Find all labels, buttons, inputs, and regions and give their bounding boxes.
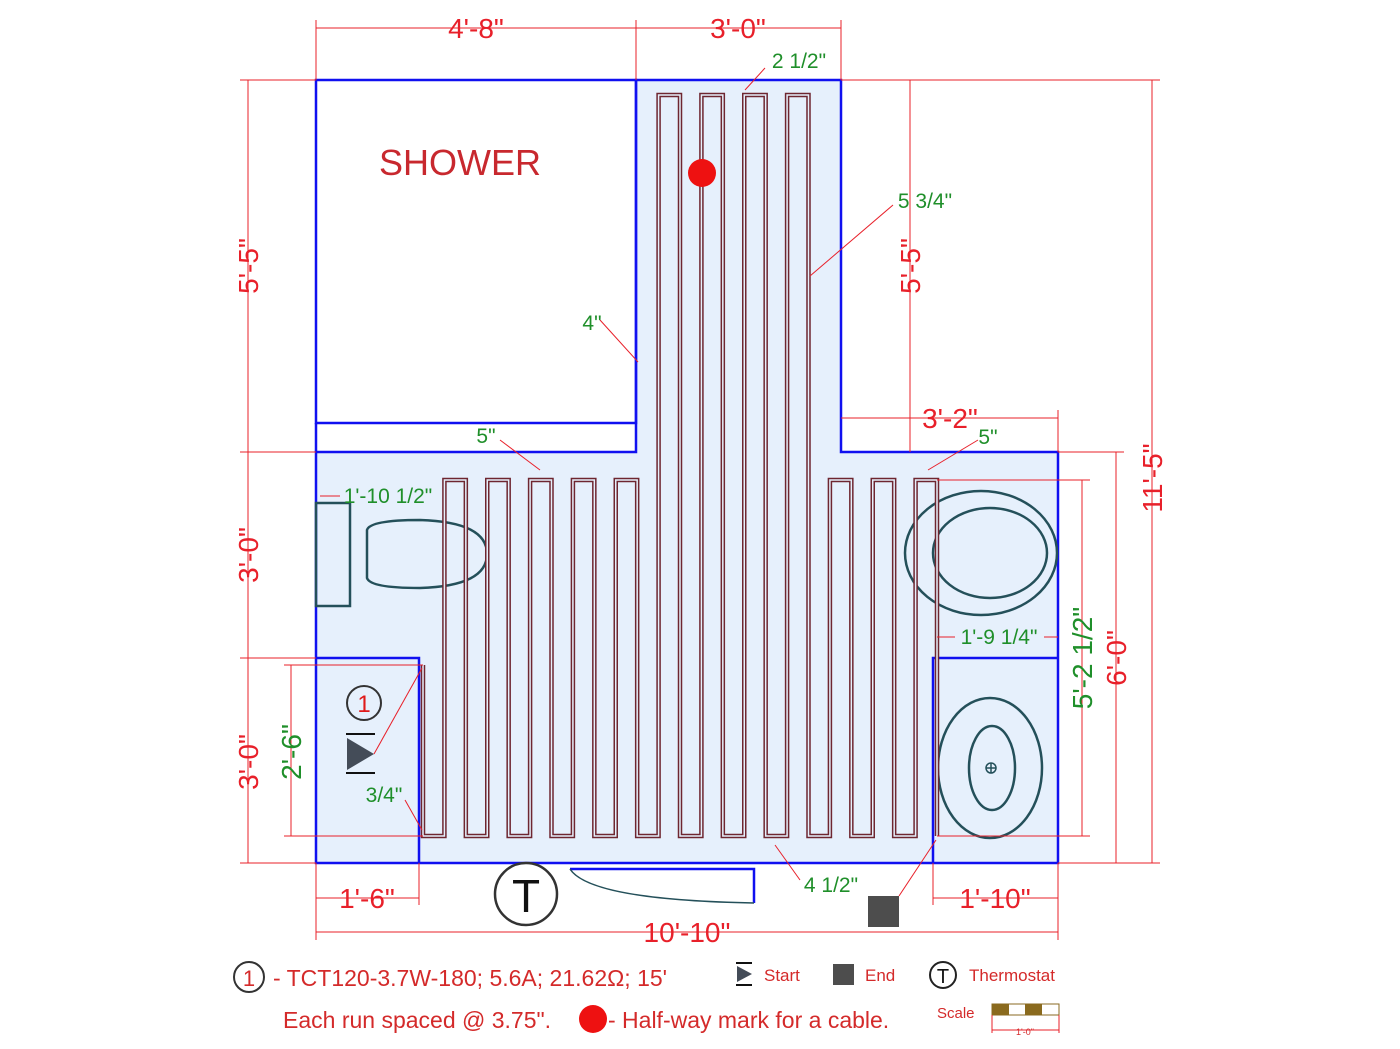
dim-left-top: 5'-5" bbox=[233, 238, 264, 294]
legend-halfway-icon bbox=[579, 1005, 607, 1033]
dim-top-gap: 2 1/2" bbox=[772, 50, 826, 73]
legend-thermostat-label: Thermostat bbox=[969, 966, 1055, 985]
drain-icon bbox=[985, 762, 997, 774]
dim-left-bottom: 3'-0" bbox=[233, 734, 264, 790]
legend-start-label: Start bbox=[764, 966, 800, 985]
legend-cable-id: 1 bbox=[243, 966, 255, 991]
shower-label: SHOWER bbox=[379, 142, 541, 183]
halfway-mark bbox=[688, 159, 716, 187]
dim-top-left: 4'-8" bbox=[448, 13, 504, 44]
closet-outline bbox=[316, 656, 421, 863]
dim-overall-height: 11'-5" bbox=[1137, 443, 1168, 512]
scale-bar-icon bbox=[991, 1003, 1060, 1033]
legend-end-icon bbox=[833, 964, 854, 985]
shower-outline bbox=[314, 78, 638, 425]
legend-thermostat-symbol: T bbox=[937, 966, 949, 988]
tub-outer bbox=[903, 489, 1059, 617]
dim-overall-width: 10'-10" bbox=[644, 917, 731, 948]
dim-right-run: 5'-2 1/2" bbox=[1067, 607, 1098, 709]
dim-tub-gap: 1'-9 1/4" bbox=[961, 626, 1038, 649]
dim-strip-gap: 5" bbox=[476, 425, 495, 448]
cable-id-circle bbox=[346, 685, 382, 721]
dim-left-run: 2'-6" bbox=[276, 724, 307, 780]
thermostat-symbol: T bbox=[512, 870, 540, 922]
sink-inner bbox=[967, 724, 1017, 812]
tub-inner bbox=[931, 506, 1049, 600]
walls bbox=[314, 78, 1060, 865]
door bbox=[569, 867, 756, 904]
legend: 1 - TCT120-3.7W-180; 5.6A; 21.62Ω; 15' S… bbox=[233, 961, 1060, 1037]
dim-bottom-right: 1'-10" bbox=[959, 883, 1030, 914]
dim-right-lower: 6'-0" bbox=[1101, 630, 1132, 686]
thermostat-icon[interactable] bbox=[493, 861, 559, 927]
cable-id: 1 bbox=[357, 691, 370, 718]
legend-end-label: End bbox=[865, 966, 895, 985]
dim-inner-right: 5'-5" bbox=[895, 238, 926, 294]
legend-start-icon bbox=[736, 962, 752, 986]
vanity-outline bbox=[931, 656, 1058, 863]
heating-cable-core bbox=[422, 94, 938, 837]
dim-toilet-gap: 1'-10 1/2" bbox=[344, 485, 433, 508]
legend-spacing-note: Each run spaced @ 3.75". bbox=[283, 1007, 551, 1033]
dim-right-gap: 5 3/4" bbox=[898, 190, 952, 213]
toilet-tank bbox=[314, 501, 352, 608]
dim-shower-gap: 4" bbox=[582, 312, 601, 335]
legend-cable-spec: - TCT120-3.7W-180; 5.6A; 21.62Ω; 15' bbox=[273, 965, 667, 991]
legend-cable-circle bbox=[233, 961, 265, 993]
dim-start-gap: 3/4" bbox=[366, 784, 403, 807]
end-icon bbox=[868, 896, 899, 927]
legend-scale-label: Scale bbox=[937, 1005, 975, 1022]
dimension-lines bbox=[240, 20, 1160, 940]
dim-left-mid: 3'-0" bbox=[233, 527, 264, 583]
dim-right-top-gap: 5" bbox=[978, 426, 997, 449]
legend-halfway-label: - Half-way mark for a cable. bbox=[608, 1007, 889, 1033]
legend-thermostat-icon bbox=[929, 961, 957, 989]
heating-cable bbox=[420, 92, 940, 839]
start-icon bbox=[346, 733, 375, 774]
dim-right-step: 3'-2" bbox=[922, 403, 978, 434]
dim-bottom-gap: 4 1/2" bbox=[804, 874, 858, 897]
legend-scale-value: 1'-0" bbox=[1016, 1027, 1034, 1037]
dim-bottom-left: 1'-6" bbox=[339, 883, 395, 914]
dim-top-right: 3'-0" bbox=[710, 13, 766, 44]
